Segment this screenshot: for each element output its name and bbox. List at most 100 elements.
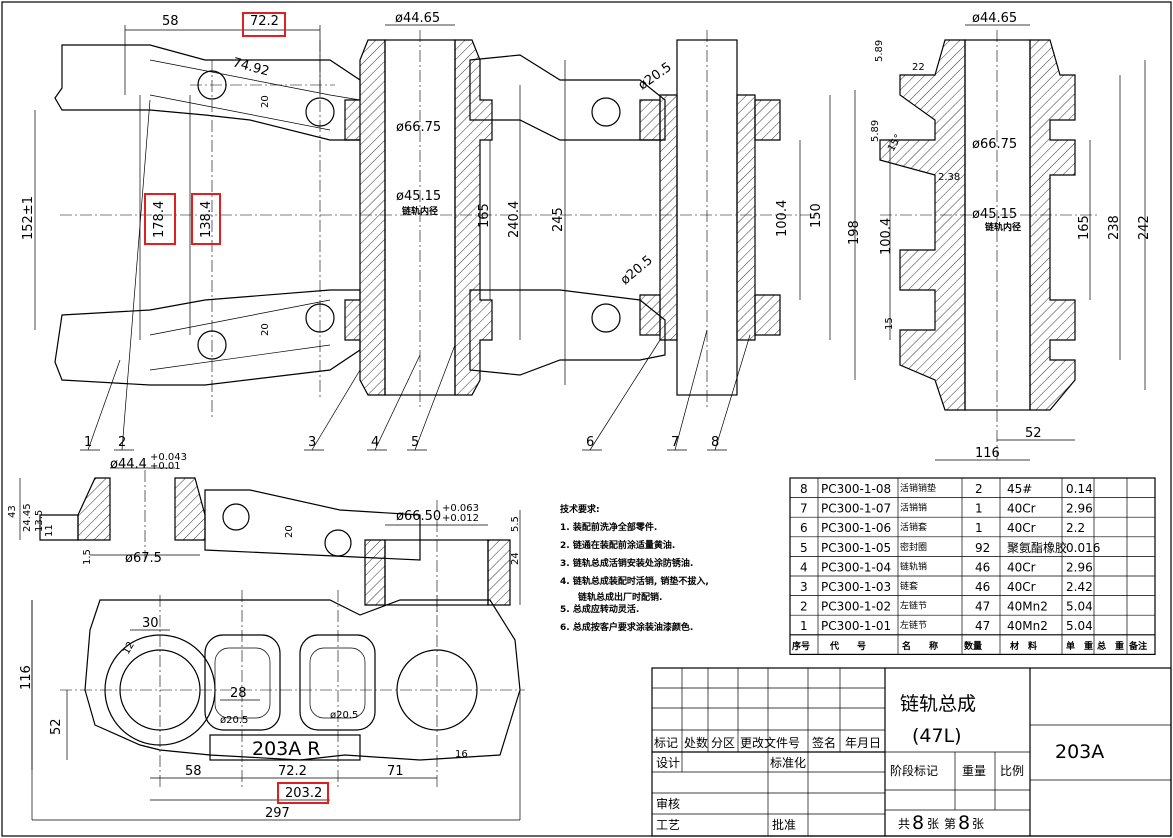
dim-dia-44-65: ø44.65 [395,11,440,26]
sec-dim-5-5: 5.5 [510,516,521,532]
side-dim-165: 165 [1077,215,1092,240]
dim-dia-45-15: ø45.15 [396,189,441,204]
tb-scale: 比例 [1000,764,1024,778]
dim-72-2: 72.2 [250,14,279,29]
tb-approve: 批准 [772,817,796,832]
part-no: 3 [800,580,808,594]
tb-standard: 标准化 [770,756,806,770]
bot-dim-297: 297 [265,806,290,821]
drawing-title: 链轨总成 [900,693,976,715]
sec-dim-13-5: 13.5 [34,510,45,532]
dim-100-4: 100.4 [775,200,790,237]
part-qty: 46 [975,560,990,574]
tb-check: 审核 [656,796,680,811]
tech-item-5: 5. 总成应转动灵活. [560,603,639,615]
sec-dim-dia-44-4: ø44.4 [110,457,147,472]
part-material: 40Cr [1007,560,1036,574]
part-weight: 0.14 [1066,482,1093,496]
sec-tol-66-5-dn: +0.012 [442,513,479,524]
side-dim-242: 242 [1137,215,1152,240]
part-code: PC300-1-02 [821,600,891,614]
dim-178-4: 178.4 [152,201,167,238]
bot-dim-dia-20-5-b: ø20.5 [330,710,358,721]
dim-165: 165 [477,203,492,228]
part-name: 链轨销 [900,560,927,572]
dim-150: 150 [809,203,824,228]
part-qty: 2 [975,482,983,496]
part-name: 活销销垫 [900,482,936,494]
sec-tol-66-5-up: +0.063 [442,503,479,514]
part-name: 密封圈 [900,541,927,553]
part-name: 左链节 [900,619,927,631]
side-dim-5-89-a: 5.89 [874,40,885,62]
balloon-7: 7 [671,435,679,450]
dim-20-upper: 20 [260,95,271,108]
sec-dim-43: 43 [7,505,18,518]
tech-item-2: 2. 链通在装配前涂适量黄油. [560,539,675,551]
tech-item-4b: 链轨总成出厂时配销. [578,591,662,603]
bot-dim-116: 116 [19,665,34,690]
side-dim-dia-66-75: ø66.75 [972,137,1017,152]
sec-dim-20: 20 [284,525,295,538]
bot-dim-203-2: 203.2 [285,786,322,801]
part-weight: 0.016 [1066,541,1100,555]
highlight-178-4 [144,193,176,245]
balloon-2: 2 [118,435,126,450]
balloon-8: 8 [711,435,719,450]
parts-header-cell: 序号 [792,640,810,652]
part-material: 40Cr [1007,521,1036,535]
sec-dim-11: 11 [44,524,55,537]
balloon-1: 1 [84,435,92,450]
bot-dim-12: 12 [121,640,137,657]
part-no: 6 [800,521,808,535]
balloon-6: 6 [586,435,594,450]
side-dim-2-38: 2.38 [938,172,960,183]
part-no: 8 [800,482,808,496]
sec-dim-24: 24 [510,552,521,565]
part-material: 40Mn2 [1007,600,1048,614]
part-code: PC300-1-01 [821,619,891,633]
part-qty: 46 [975,580,990,594]
side-dim-198: 198 [847,220,862,245]
tb-sheets-current-unit: 张 [972,817,984,831]
tech-heading: 技术要求: [560,503,600,515]
part-code: PC300-1-08 [821,482,891,496]
bottom-view: 203A R 30 12 116 52 28 ø20.5 ø20.5 58 72… [19,590,525,821]
sec-tol-44-4-up: +0.043 [150,452,187,463]
sec-dim-1-5: 1.5 [82,549,93,565]
parts-header-cell: 数量 [964,640,982,652]
tb-stage: 阶段标记 [890,763,938,778]
part-qty: 47 [975,600,990,614]
drawing-subtitle: (47L) [912,725,962,747]
highlight-203-2 [277,782,329,804]
tb-date: 年月日 [845,736,881,750]
title-block: 标记 处数 分区 更改文件号 签名 年月日 设计 标准化 审核 工艺 批准 链轨… [651,667,1172,837]
tech-item-6: 6. 总成按客户要求涂装油漆颜色. [560,621,693,633]
part-weight: 2.96 [1066,560,1093,574]
side-dim-5-89-b: 5.89 [870,120,881,142]
drawing-number: 203A [1055,741,1104,763]
part-material: 聚氨酯橡胶 [1007,540,1067,555]
side-dim-dia-44-65: ø44.65 [972,11,1017,26]
dim-dia-20-5-upper: ø20.5 [636,60,675,93]
tb-weight: 重量 [962,764,986,778]
side-dim-238: 238 [1107,215,1122,240]
section-view: ø44.4 +0.043 +0.01 43 24.45 13.5 11 1.5 … [7,452,521,615]
tb-sheets-total-unit: 张 [927,817,939,831]
part-no: 1 [800,619,808,633]
part-material: 40Cr [1007,580,1036,594]
bot-dim-71: 71 [387,764,404,779]
balloon-4: 4 [371,435,379,450]
dim-152: 152±1 [21,196,36,240]
side-dim-116: 116 [975,446,1000,461]
bot-dim-30: 30 [142,616,159,631]
dim-dia-66-75: ø66.75 [396,120,441,135]
tb-sheets-total: 8 [912,812,924,834]
tb-count: 处数 [684,735,708,750]
parts-header-cell: 单 重 [1066,640,1093,652]
tech-requirements: 技术要求: 1. 装配前洗净全部零件. 2. 链通在装配前涂适量黄油. 3. 链… [560,503,709,633]
sec-dim-dia-67-5: ø67.5 [125,551,162,566]
tb-sheets-current-label: 第 [944,817,956,831]
part-code: PC300-1-03 [821,580,891,594]
